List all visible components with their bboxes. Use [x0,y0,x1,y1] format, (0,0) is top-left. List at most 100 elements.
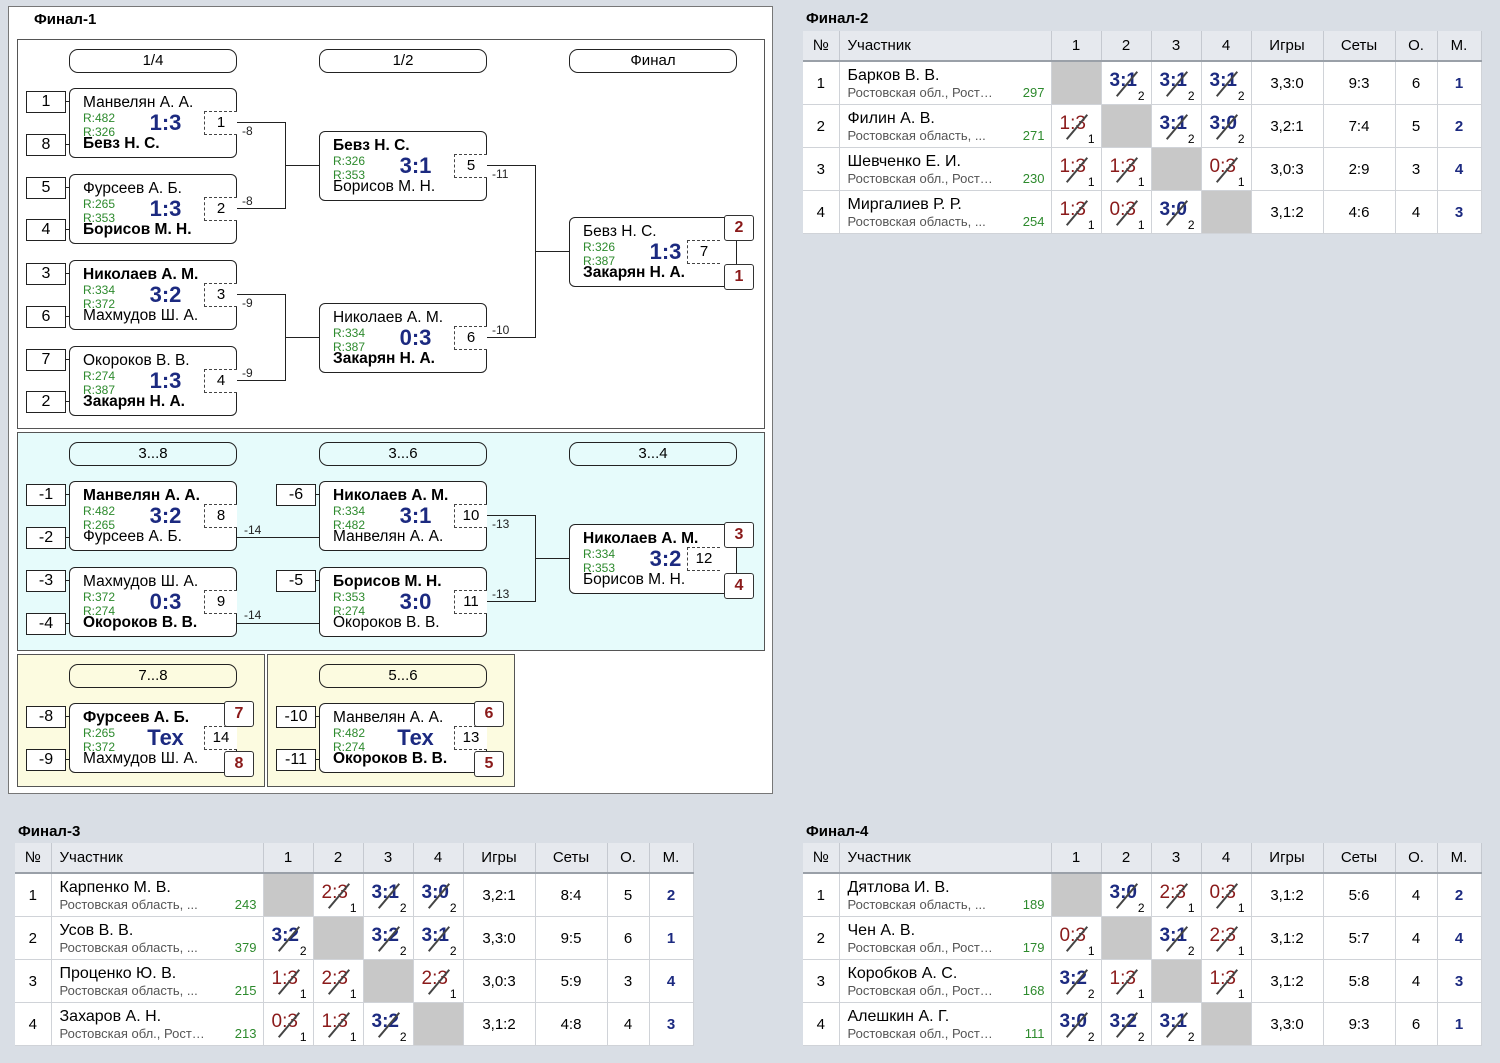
match-box[interactable]: Окороков В. В. R:274 R:387 1:3 4 Закарян… [69,346,237,416]
table-row[interactable]: 1 Дятлова И. В.Ростовская область, ...189… [803,873,1482,917]
result-points: 1 [1187,901,1195,915]
match-box[interactable]: Манвелян А. А. R:482 R:274 Тех 13 Окорок… [319,703,487,773]
row-number: 4 [15,1002,52,1046]
match-number: 12 [687,547,720,571]
stage-7-8: 7...8 [69,664,237,688]
match-box[interactable]: Николаев А. М. R:334 R:482 3:1 10 Манвел… [319,481,487,551]
match-box[interactable]: Николаев А. М. R:334 R:353 3:2 12 Борисо… [569,524,737,594]
col-header-place: М. [1437,843,1482,874]
col-header-participant: Участник [839,843,1052,874]
participant-cell[interactable]: Карпенко М. В.Ростовская область, ...243 [51,873,264,917]
match-box[interactable]: Фурсеев А. Б. R:265 R:372 Тех 14 Махмудо… [69,703,237,773]
col-header-opponent: 4 [1201,843,1252,874]
connector-line [236,122,286,123]
col-header-sets: Сеты [1323,31,1396,62]
connector-line [486,337,536,338]
result-score: 3:1 [421,925,449,946]
result-points: 2 [399,944,407,958]
participant-cell[interactable]: Филин А. В.Ростовская область, ...271 [839,104,1052,148]
match-score: 1:3 [649,239,682,264]
match-box[interactable]: Манвелян А. А. R:482 R:326 1:3 1 Бевз Н.… [69,88,237,158]
match-box[interactable]: Бевз Н. С. R:326 R:387 1:3 7 Закарян Н. … [569,217,737,287]
participant-cell[interactable]: Проценко Ю. В.Ростовская область, ...215 [51,959,264,1003]
match-box[interactable]: Борисов М. Н. R:353 R:274 3:0 11 Окороко… [319,567,487,637]
match-box[interactable]: Фурсеев А. Б. R:265 R:353 1:3 2 Борисов … [69,174,237,244]
participant-cell[interactable]: Дятлова И. В.Ростовская область, ...189 [839,873,1052,917]
result-points: 1 [1137,987,1145,1001]
participant-region: Ростовская область, ... [59,982,198,998]
match-box[interactable]: Николаев А. М. R:334 R:372 3:2 3 Махмудо… [69,260,237,330]
participant-cell[interactable]: Усов В. В.Ростовская область, ...379 [51,916,264,960]
result-score: 0:3 [271,1011,298,1032]
match-box[interactable]: Бевз Н. С. R:326 R:353 3:1 5 Борисов М. … [319,131,487,201]
connector-line [315,580,320,581]
result-points: 1 [449,987,457,1001]
match-box[interactable]: Манвелян А. А. R:482 R:265 3:2 8 Фурсеев… [69,481,237,551]
player-rating: R:334 [83,283,116,297]
result-score: 3:0 [1109,882,1137,903]
match-box[interactable]: Махмудов Ш. А. R:372 R:274 0:3 9 Окороко… [69,567,237,637]
row-number: 1 [15,873,52,917]
participant-cell[interactable]: Миргалиев Р. Р.Ростовская область, ...25… [839,190,1052,234]
match-number: 11 [454,590,487,614]
participant-cell[interactable]: Алешкин А. Г.Ростовская обл., Рост…111 [839,1002,1052,1046]
player-name: Николаев А. М. [83,266,199,283]
loser-label: -14 [244,523,262,537]
participant-cell[interactable]: Шевченко Е. И.Ростовская обл., Рост…230 [839,147,1052,191]
participant-cell[interactable]: Коробков А. С.Ростовская обл., Рост…168 [839,959,1052,1003]
participant-cell[interactable]: Захаров А. Н.Ростовская обл., Рост…213 [51,1002,264,1046]
player-name: Николаев А. М. [333,487,449,504]
participant-cell[interactable]: Барков В. В.Ростовская обл., Рост…297 [839,61,1052,105]
match-box[interactable]: Николаев А. М. R:334 R:387 0:3 6 Закарян… [319,303,487,373]
participant-cell[interactable]: Чен А. В.Ростовская обл., Рост…179 [839,916,1052,960]
